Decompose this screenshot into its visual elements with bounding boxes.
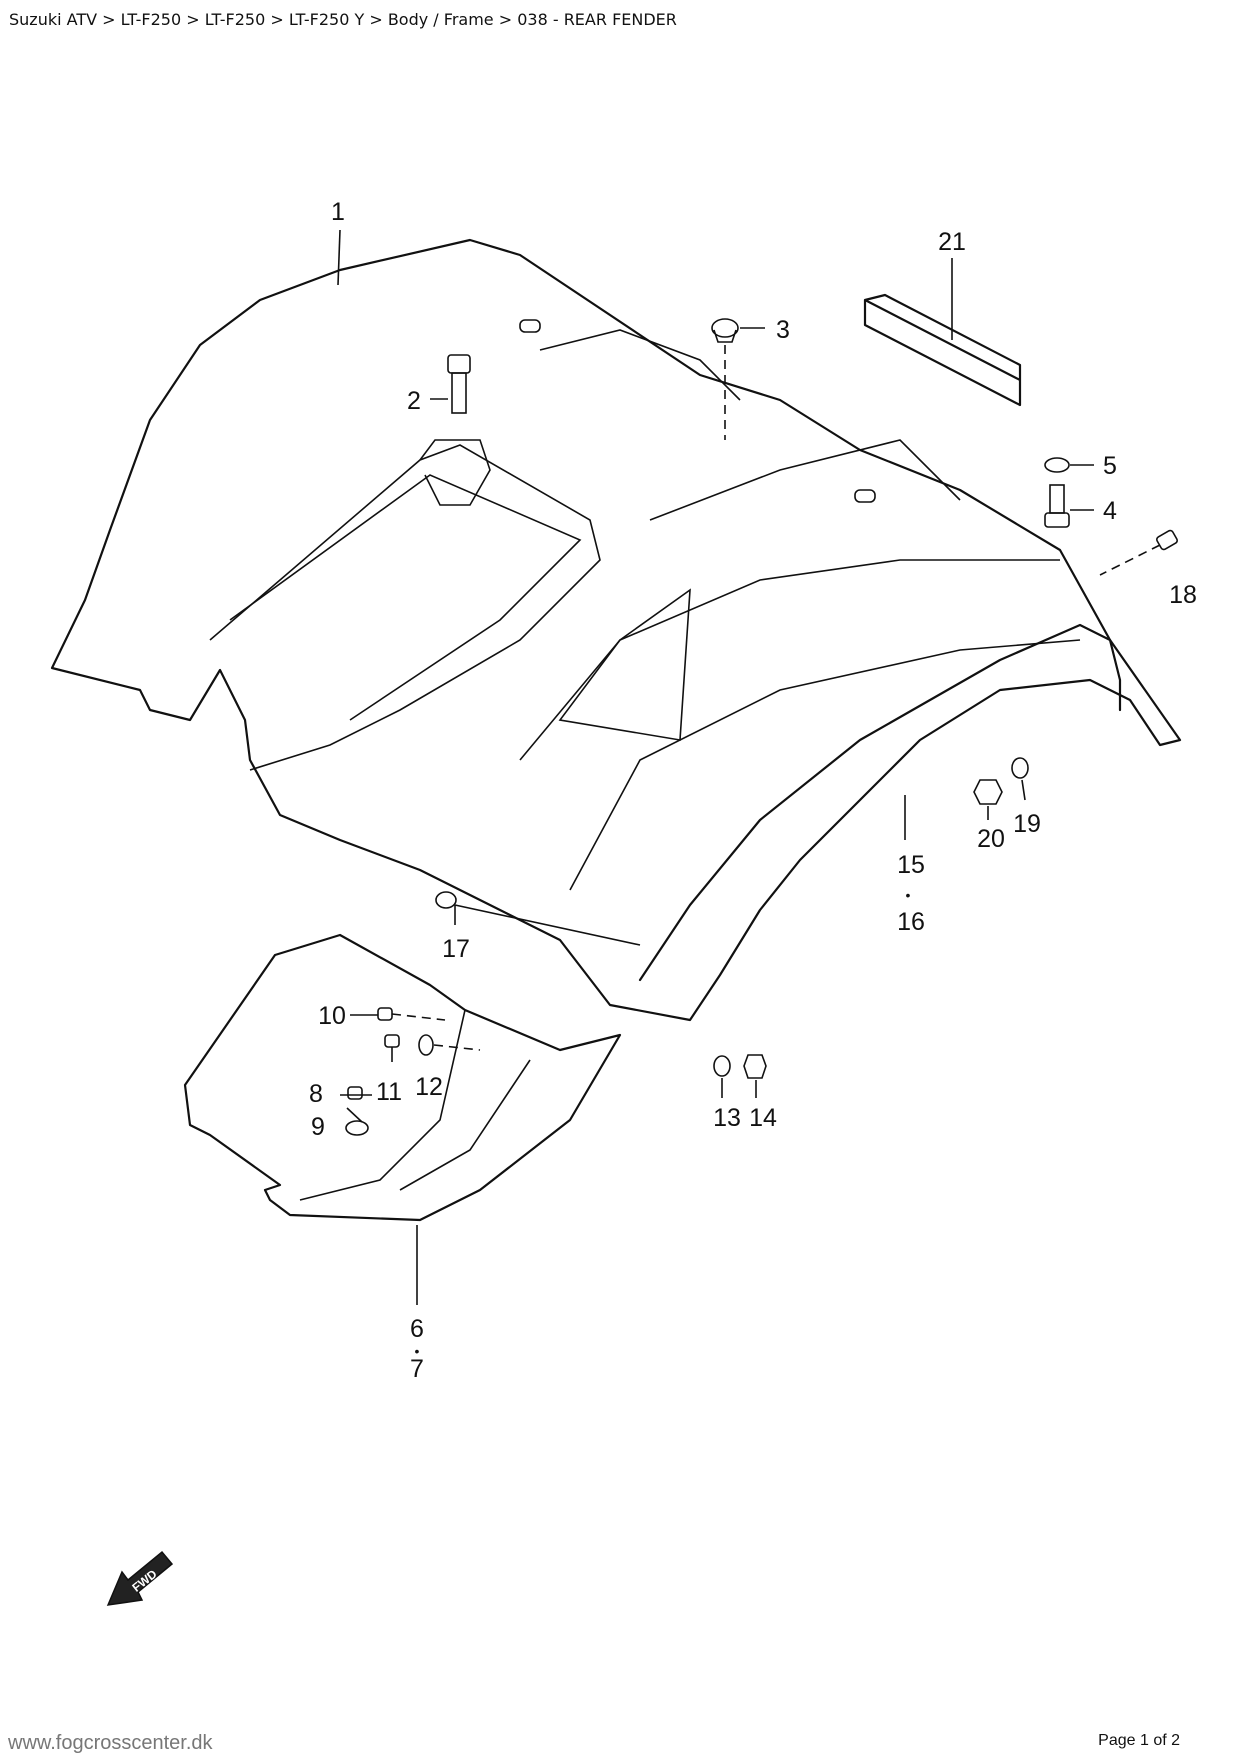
label-6: 6	[410, 1315, 424, 1343]
page-indicator: Page 1 of 2	[1098, 1732, 1180, 1749]
label-14: 14	[749, 1104, 777, 1132]
washer-5[interactable]	[1044, 457, 1070, 473]
fender-extension-part[interactable]	[638, 623, 1122, 982]
bolt-4[interactable]	[1044, 484, 1070, 528]
washer-19[interactable]	[1011, 757, 1029, 779]
washer-9[interactable]	[345, 1120, 369, 1136]
label-dot-6-7: •	[415, 1343, 420, 1359]
nut-20[interactable]	[973, 779, 1003, 805]
label-21: 21	[938, 228, 966, 256]
label-12: 12	[415, 1073, 443, 1101]
label-4: 4	[1103, 497, 1117, 525]
mud-guard-part[interactable]	[183, 933, 622, 1222]
grommet-3[interactable]	[711, 318, 739, 343]
clip-17[interactable]	[435, 891, 457, 909]
nut-14[interactable]	[743, 1054, 767, 1079]
screw-10[interactable]	[377, 1007, 393, 1021]
washer-13[interactable]	[713, 1055, 731, 1077]
label-18: 18	[1169, 581, 1197, 609]
rear-fender-part[interactable]	[50, 238, 1182, 1022]
foam-block-part[interactable]	[863, 293, 1022, 407]
screw-11[interactable]	[384, 1034, 400, 1062]
label-5: 5	[1103, 452, 1117, 480]
website-link[interactable]: www.fogcrosscenter.dk	[8, 1732, 213, 1754]
fwd-arrow-icon: FWD	[106, 1550, 174, 1606]
label-11: 11	[376, 1078, 402, 1106]
breadcrumb: Suzuki ATV > LT-F250 > LT-F250 > LT-F250…	[9, 10, 677, 29]
label-19: 19	[1013, 810, 1041, 838]
label-2: 2	[407, 387, 421, 415]
screw-8[interactable]	[347, 1086, 363, 1100]
bolt-2[interactable]	[447, 354, 471, 414]
label-8: 8	[309, 1080, 323, 1108]
label-10: 10	[318, 1002, 346, 1030]
label-dot-15-16: •	[906, 887, 911, 903]
washer-12[interactable]	[418, 1034, 434, 1056]
label-20: 20	[977, 825, 1005, 853]
label-7: 7	[410, 1355, 424, 1383]
screw-18[interactable]	[1156, 529, 1179, 551]
label-3: 3	[776, 316, 790, 344]
label-16: 16	[897, 908, 925, 936]
label-17: 17	[442, 935, 470, 963]
label-15: 15	[897, 851, 925, 879]
label-9: 9	[311, 1113, 325, 1141]
label-13: 13	[713, 1104, 741, 1132]
label-1: 1	[331, 198, 345, 226]
